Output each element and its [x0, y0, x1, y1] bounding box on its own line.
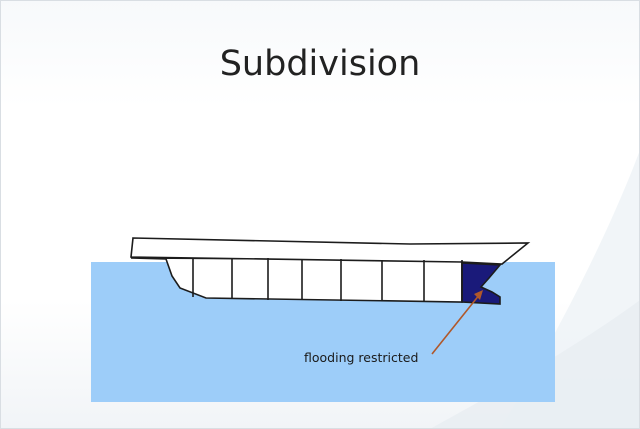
callout-arrowhead: [474, 290, 483, 300]
callout-arrow: [431, 293, 481, 355]
flooded-compartment: [461, 262, 502, 305]
slide-title: Subdivision: [219, 44, 421, 84]
bulkheads: [192, 258, 463, 302]
ship-deck: [130, 237, 531, 265]
callout-label: flooding restricted: [304, 350, 419, 365]
